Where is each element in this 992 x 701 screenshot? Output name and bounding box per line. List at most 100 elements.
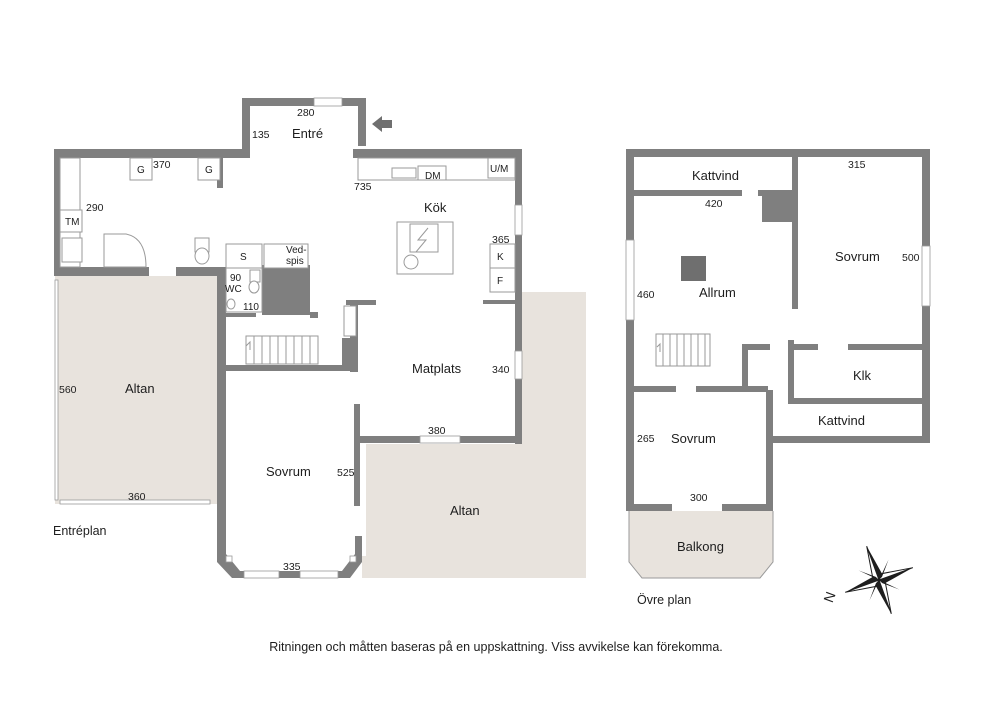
wall xyxy=(626,149,930,157)
wall xyxy=(226,365,356,371)
balcony-railing xyxy=(628,511,774,579)
upper-plan: Kattvind Sovrum Allrum Klk Kattvind Sovr… xyxy=(625,149,931,579)
wall xyxy=(242,98,250,158)
washer-g1 xyxy=(129,157,153,181)
cooktop xyxy=(409,223,439,253)
wall xyxy=(515,149,522,444)
label-k: K xyxy=(497,252,504,263)
wall xyxy=(353,149,521,158)
wall xyxy=(742,344,748,386)
label-vedspis-1: Ved- xyxy=(286,245,307,256)
stair-landing xyxy=(343,305,357,337)
upper-room-balkong: Balkong xyxy=(677,539,724,554)
label-tm: TM xyxy=(65,217,79,228)
toilet-bowl xyxy=(194,247,210,265)
dishwasher xyxy=(417,165,447,181)
upper-plan-label: Övre plan xyxy=(637,593,692,607)
wall xyxy=(742,344,770,350)
dim-365: 365 xyxy=(492,234,510,246)
wall xyxy=(634,190,742,196)
wall xyxy=(358,98,366,146)
label-dm: DM xyxy=(425,171,441,182)
window xyxy=(349,555,357,563)
wall xyxy=(224,313,256,317)
wall xyxy=(54,267,149,276)
washbasin xyxy=(61,237,83,263)
dim-280: 280 xyxy=(297,107,315,119)
room-sovrum: Sovrum xyxy=(266,464,311,479)
window xyxy=(419,435,461,444)
balcony xyxy=(629,511,773,578)
wc-toilet xyxy=(249,269,261,283)
wall xyxy=(766,390,773,511)
wall xyxy=(355,536,362,558)
wall xyxy=(217,268,226,288)
wall xyxy=(176,267,226,276)
room-matplats: Matplats xyxy=(412,361,462,376)
window xyxy=(299,570,339,579)
upper-dim-315: 315 xyxy=(848,159,866,171)
stairs xyxy=(245,335,319,365)
upper-room-kattvind-bottom: Kattvind xyxy=(818,413,865,428)
upper-room-kattvind-top: Kattvind xyxy=(692,168,739,183)
entry-plan-label: Entréplan xyxy=(53,524,107,538)
window xyxy=(514,350,523,380)
lightning-icon xyxy=(415,227,429,253)
dim-335: 335 xyxy=(283,561,301,573)
wall xyxy=(696,386,768,392)
washer-g2 xyxy=(197,157,221,181)
wall xyxy=(354,404,360,506)
wc-toilet-bowl xyxy=(248,280,260,294)
wall xyxy=(232,571,350,578)
upper-stairs xyxy=(655,333,711,367)
wall xyxy=(626,149,634,511)
wall xyxy=(848,344,922,350)
tumble-dryer xyxy=(59,209,83,233)
window xyxy=(625,239,635,321)
window xyxy=(243,570,280,579)
wall xyxy=(242,98,366,106)
wall xyxy=(310,312,318,318)
room-wc: WC xyxy=(225,284,242,295)
window xyxy=(313,97,343,107)
label-vedspis-2: spis xyxy=(286,256,304,267)
label-s: S xyxy=(240,252,247,263)
fridge xyxy=(489,243,516,269)
label-f: F xyxy=(497,276,503,287)
wood-stove xyxy=(263,243,309,269)
upper-dim-420: 420 xyxy=(705,198,723,210)
dim-360: 360 xyxy=(128,491,146,503)
dim-525: 525 xyxy=(337,467,355,479)
stool xyxy=(403,254,419,270)
upper-room-sovrum-sw: Sovrum xyxy=(671,431,716,446)
wall xyxy=(788,344,818,350)
dim-735: 735 xyxy=(354,181,372,193)
wall xyxy=(788,340,794,398)
window xyxy=(59,499,211,505)
wall xyxy=(722,504,773,511)
dim-380: 380 xyxy=(428,425,446,437)
label-um: U/M xyxy=(490,164,508,175)
dim-290: 290 xyxy=(86,202,104,214)
wall xyxy=(792,157,798,309)
label-g1: G xyxy=(137,165,145,176)
upper-dim-460: 460 xyxy=(637,289,655,301)
cabinet-s xyxy=(225,243,263,269)
disclaimer-text: Ritningen och måtten baseras på en uppsk… xyxy=(269,640,723,654)
label-g2: G xyxy=(205,165,213,176)
wall xyxy=(758,190,794,196)
wall xyxy=(762,196,794,222)
dim-370: 370 xyxy=(153,159,171,171)
upper-dim-300: 300 xyxy=(690,492,708,504)
upper-room-sovrum-ne: Sovrum xyxy=(835,249,880,264)
window xyxy=(54,279,59,501)
wall xyxy=(766,436,930,443)
room-altan-east: Altan xyxy=(450,503,480,518)
room-kok: Kök xyxy=(424,200,447,215)
entry-plan: Entré Kök Altan Matplats Sovrum Altan WC… xyxy=(54,97,586,579)
freezer xyxy=(489,267,516,293)
dim-340: 340 xyxy=(492,364,510,376)
terrace-east xyxy=(362,292,586,578)
wall xyxy=(217,276,226,557)
